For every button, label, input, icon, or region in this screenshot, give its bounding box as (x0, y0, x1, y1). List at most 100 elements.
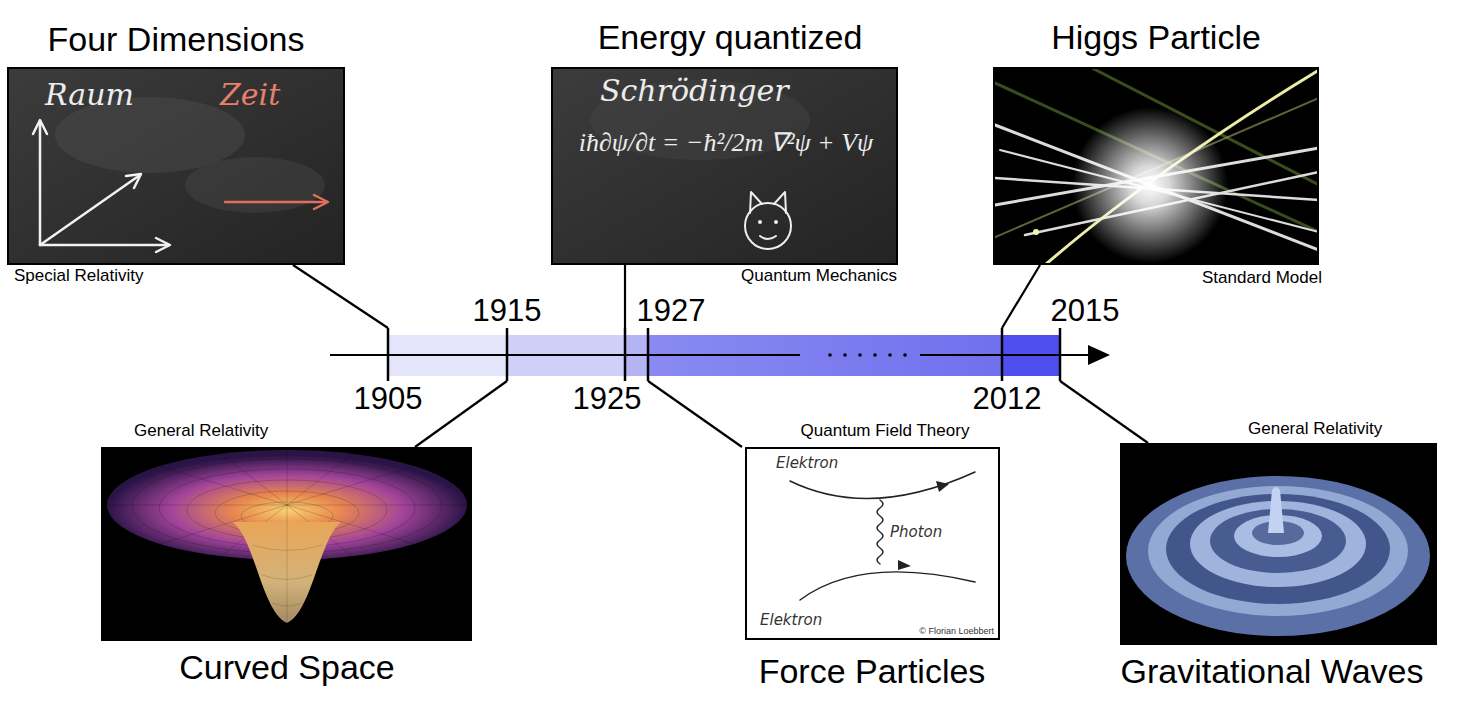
collision-event-part (1033, 229, 1039, 235)
year-ticks-part (1001, 328, 1004, 381)
chalk-text: Schrödinger (600, 74, 789, 109)
chalkboard-axes-part-part (225, 201, 326, 204)
collision-event (993, 67, 1319, 265)
curved-space-well (101, 447, 472, 641)
year-label: 2015 (1051, 293, 1120, 329)
gravitational-wave-surface-part (1148, 486, 1408, 616)
ellipsis-dots-part (873, 353, 877, 357)
curved-space-well-part (101, 447, 472, 641)
collision-event-part (1072, 107, 1228, 263)
leader-lines-part (415, 381, 507, 447)
year-ticks-part (624, 328, 627, 381)
leader-lines-part (293, 265, 388, 328)
chalkboard-equation-part (774, 220, 778, 224)
chalkboard-axes-part-part (39, 122, 42, 245)
gravitational-wave-surface-part (1120, 443, 1437, 645)
year-ticks-part (647, 328, 650, 381)
image-panel: Energy quantizedQuantum MechanicsSchrödi… (551, 67, 898, 265)
sketch-label: Elektron (776, 455, 838, 472)
chalkboard-equation-part (758, 220, 762, 224)
ellipsis-dots (828, 353, 907, 357)
image-panel: Quantum Field TheoryForce ParticlesElekt… (745, 447, 1000, 640)
theory-label: Special Relativity (14, 266, 143, 286)
gravitational-wave-surface-part (1126, 476, 1430, 636)
theory-label: Standard Model (1202, 268, 1322, 288)
theory-label: Quantum Mechanics (741, 266, 897, 286)
chalkboard-equation (551, 67, 898, 265)
feynman-sketch-part (898, 560, 911, 570)
timeline-arrow-part (330, 354, 800, 356)
year-label: 1925 (573, 381, 642, 417)
feynman-sketch (745, 447, 1000, 640)
year-ticks-part (387, 328, 390, 381)
collision-event-part (1045, 70, 1319, 265)
image-panel: Higgs ParticleStandard Model (993, 67, 1319, 265)
chalkboard-axes-part-part (40, 244, 168, 247)
feynman-sketch-part-part (800, 572, 975, 600)
chalkboard-equation-part-part (750, 192, 762, 213)
year-ticks (388, 328, 1060, 381)
ellipsis-dots-part (888, 353, 892, 357)
image-panel: Four DimensionsSpecial RelativityRaumZei… (7, 67, 345, 265)
year-ticks-part (506, 328, 509, 381)
chalkboard-equation-part-part (760, 236, 776, 239)
chalkboard-equation-part (745, 192, 791, 249)
image-panel: General RelativityCurved Space (101, 447, 472, 641)
theory-label: General Relativity (134, 421, 268, 441)
leader-lines-part (624, 265, 626, 328)
image-panel: General RelativityGravitational Waves (1120, 443, 1437, 645)
chalkboard-axes-part (185, 157, 325, 213)
gravitational-wave-surface (1120, 443, 1437, 645)
year-label: 2012 (973, 381, 1042, 417)
curved-space-well-part (233, 522, 341, 623)
sketch-label: Elektron (760, 612, 822, 629)
chalkboard-equation-part (551, 67, 898, 265)
arrow-head (1088, 345, 1110, 365)
chalkboard-axes-part-part (40, 175, 140, 245)
chalkboard-axes-part-part (126, 174, 141, 188)
chalkboard-equation-part-part (774, 192, 786, 213)
year-label: 1927 (637, 293, 706, 329)
chalkboard-axes-part (225, 195, 328, 209)
panel-title: Energy quantized (598, 18, 863, 57)
ellipsis-dots-part (828, 353, 832, 357)
chalkboard-axes-part-part (314, 195, 328, 209)
leader-lines-part (1002, 265, 1040, 328)
leader-lines-part (1060, 381, 1148, 443)
gravitational-wave-surface-part (1268, 487, 1284, 533)
feynman-sketch-part-part (877, 500, 883, 564)
chalk-equation: iħ∂ψ/∂t = −ħ²/2m ∇²ψ + Vψ (579, 128, 873, 158)
ellipsis-dots-part (843, 353, 847, 357)
feynman-sketch-part (936, 481, 949, 492)
year-label: 1905 (354, 381, 423, 417)
year-ticks-part (1059, 328, 1062, 381)
feynman-sketch-part-part (790, 472, 975, 498)
ellipsis-dots-part (858, 353, 862, 357)
sketch-label: Photon (890, 524, 942, 541)
panel-title: Gravitational Waves (1121, 652, 1424, 691)
panel-title: Four Dimensions (48, 20, 305, 59)
curved-space-well-part (252, 522, 322, 623)
timeline-arrow-part (920, 354, 1092, 356)
chalk-text: Zeit (220, 78, 280, 113)
chalkboard-equation-part-part (745, 203, 791, 249)
leader-lines (293, 265, 1148, 447)
panel-title: Force Particles (759, 652, 986, 691)
timeline-arrow (330, 354, 1092, 356)
leader-lines-part (648, 381, 742, 447)
curved-space-well-part-part (287, 522, 288, 623)
collision-event-part (993, 67, 1319, 265)
panel-title: Curved Space (179, 648, 394, 687)
chalkboard-axes (7, 67, 345, 265)
panel-title: Higgs Particle (1051, 18, 1261, 57)
chalkboard-axes-part-part (156, 238, 170, 252)
year-label: 1915 (473, 293, 542, 329)
theory-label: Quantum Field Theory (801, 421, 970, 441)
feynman-sketch-part (745, 447, 1000, 640)
copyright-note: © Florian Loebbert (919, 626, 994, 636)
chalkboard-axes-part-part (33, 120, 47, 134)
ellipsis-dots-part (903, 353, 907, 357)
chalkboard-axes-part (33, 120, 170, 252)
chalkboard-axes-part (7, 67, 345, 265)
